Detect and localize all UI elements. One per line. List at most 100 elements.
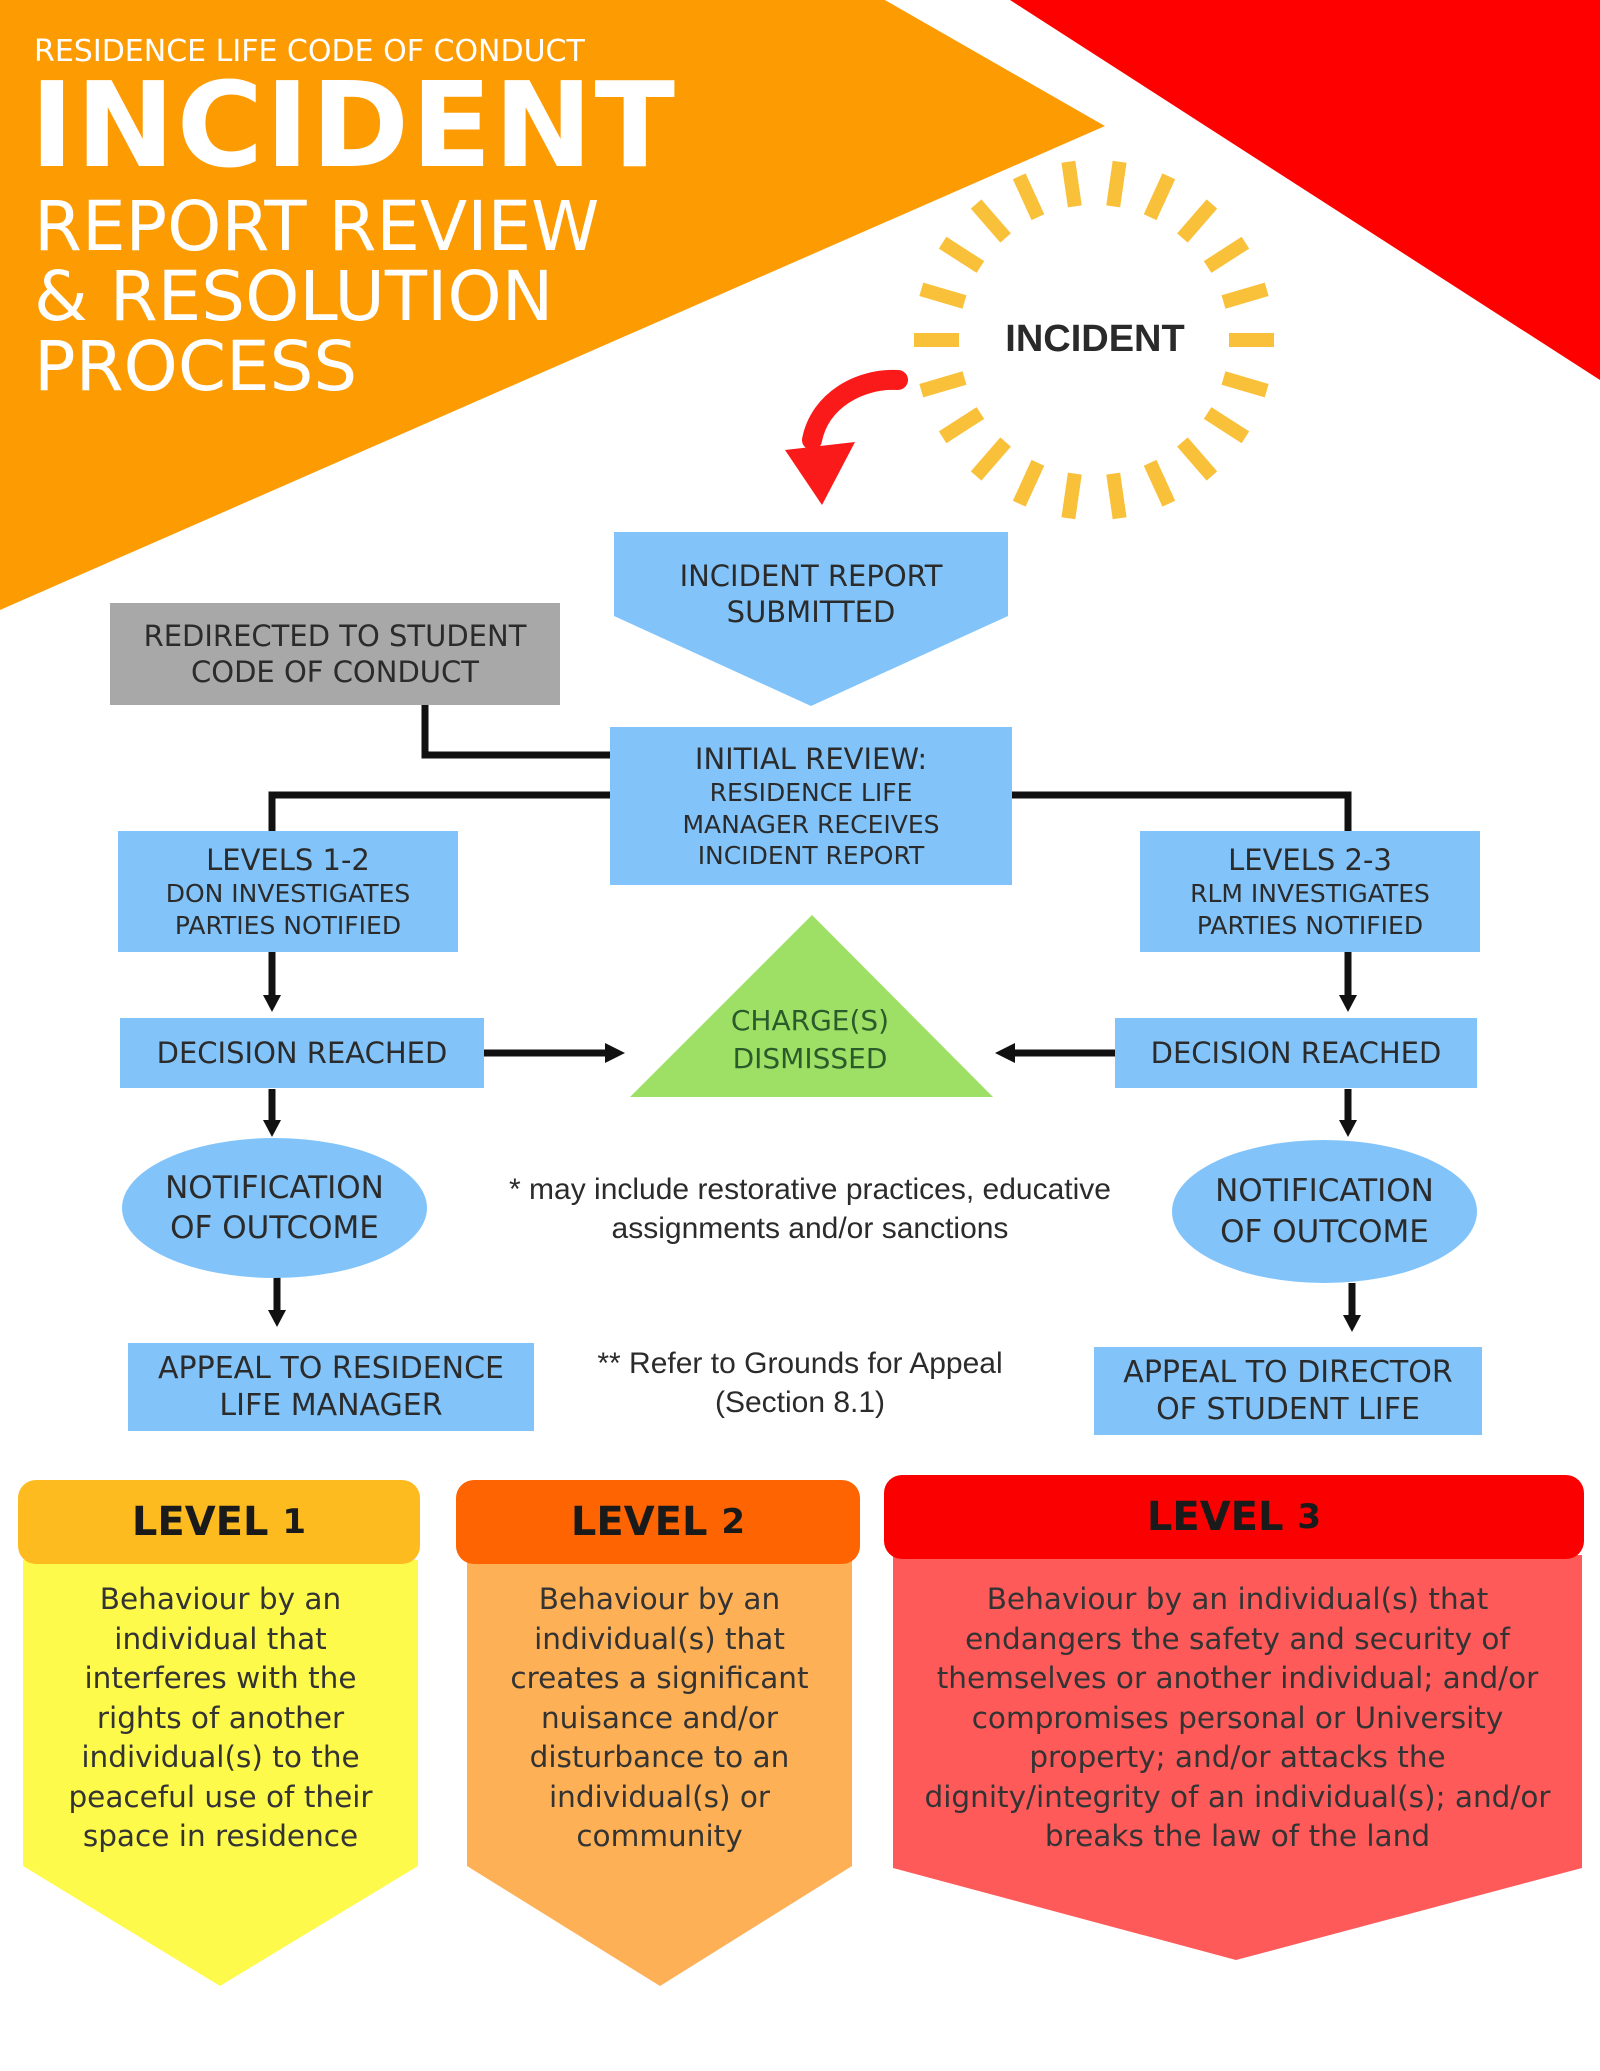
- red-corner-triangle: [1010, 0, 1600, 380]
- levels-line: RLM INVESTIGATES: [1190, 879, 1430, 909]
- report-line: SUBMITTED: [726, 595, 896, 629]
- burst-ray: [1061, 160, 1082, 208]
- notification-line: OF OUTCOME: [1220, 1213, 1429, 1250]
- decision-label: DECISION REACHED: [1150, 1035, 1442, 1070]
- level-desc-line: Behaviour by an: [99, 1582, 342, 1616]
- level-desc-line: dignity/integrity of an individual(s); a…: [924, 1779, 1551, 1814]
- appeal-line: OF STUDENT LIFE: [1156, 1392, 1420, 1427]
- levels-2-3-box: LEVELS 2-3 RLM INVESTIGATES PARTIES NOTI…: [1140, 831, 1480, 952]
- level-number: 3: [1297, 1497, 1322, 1537]
- level-desc-line: property; and/or attacks the: [1029, 1740, 1446, 1774]
- burst-ray: [1106, 472, 1127, 520]
- burst-ray: [919, 371, 967, 398]
- level-label: LEVEL: [131, 1499, 269, 1545]
- initial-review-box: INITIAL REVIEW: RESIDENCE LIFE MANAGER R…: [610, 727, 1012, 885]
- incident-report-shape: [614, 532, 1008, 706]
- burst-ray: [1203, 407, 1250, 444]
- burst-ray: [970, 199, 1011, 243]
- level-3-body: [893, 1555, 1582, 1960]
- initial-review-line: INCIDENT REPORT: [697, 840, 925, 870]
- right-decision-box: DECISION REACHED: [1115, 1018, 1477, 1088]
- flow-arrowheads: [263, 995, 1361, 1332]
- level-desc-line: disturbance to an: [529, 1740, 790, 1774]
- left-notification-ellipse: NOTIFICATION OF OUTCOME: [122, 1138, 427, 1278]
- red-arrow-head: [785, 442, 855, 505]
- notification-line: NOTIFICATION: [1215, 1173, 1434, 1210]
- note-appeal: ** Refer to Grounds for Appeal (Section …: [560, 1344, 1040, 1422]
- burst-ray: [1221, 282, 1269, 309]
- redirected-box: REDIRECTED TO STUDENT CODE OF CONDUCT: [110, 603, 560, 705]
- report-line: INCIDENT REPORT: [679, 558, 943, 593]
- level-1-body: [23, 1560, 418, 1986]
- level-desc-line: individual(s) or: [548, 1779, 771, 1814]
- flow-connectors: [268, 705, 1356, 1315]
- burst-ray: [1143, 173, 1176, 221]
- level-desc-line: community: [576, 1819, 743, 1853]
- burst-ray: [1012, 173, 1045, 221]
- redirect-line: CODE OF CONDUCT: [191, 655, 479, 689]
- level-number: 1: [282, 1502, 307, 1542]
- appeal-line: APPEAL TO RESIDENCE: [158, 1350, 504, 1386]
- burst-ray: [1177, 437, 1218, 481]
- note-line: * may include restorative practices, edu…: [509, 1173, 1111, 1206]
- decision-label: DECISION REACHED: [156, 1035, 448, 1070]
- burst-ray: [970, 437, 1011, 481]
- redirect-line: REDIRECTED TO STUDENT: [143, 618, 527, 653]
- header-kicker: RESIDENCE LIFE CODE OF CONDUCT: [34, 34, 585, 69]
- left-decision-box: DECISION REACHED: [120, 1018, 484, 1088]
- level-number: 2: [721, 1502, 746, 1542]
- levels-line: DON INVESTIGATES: [165, 879, 411, 909]
- incident-burst: [914, 160, 1274, 520]
- burst-ray: [1177, 199, 1218, 243]
- level-desc-line: Behaviour by an individual(s) that: [986, 1582, 1489, 1616]
- level-desc-line: space in residence: [82, 1819, 359, 1853]
- notification-line: OF OUTCOME: [170, 1210, 379, 1246]
- burst-ray: [1061, 472, 1082, 520]
- levels-1-2-box: LEVELS 1-2 DON INVESTIGATES PARTIES NOTI…: [118, 831, 458, 952]
- levels-line: PARTIES NOTIFIED: [1196, 910, 1424, 940]
- note-line: (Section 8.1): [714, 1386, 886, 1419]
- level-1-description: Behaviour by an individual that interfer…: [23, 1580, 418, 1857]
- level-desc-line: compromises personal or University: [971, 1700, 1504, 1735]
- levels-title: LEVELS 1-2: [206, 843, 370, 878]
- burst-ray: [1106, 160, 1127, 208]
- sub-title: REPORT REVIEW & RESOLUTION PROCESS: [34, 192, 599, 402]
- level-label: LEVEL: [570, 1499, 708, 1545]
- initial-review-line: MANAGER RECEIVES: [682, 809, 940, 839]
- appeal-line: LIFE MANAGER: [219, 1388, 443, 1423]
- level-desc-line: peaceful use of their: [68, 1779, 373, 1814]
- level-2-header: LEVEL 2: [456, 1480, 860, 1564]
- burst-ray: [1012, 459, 1045, 507]
- dismissed-label: CHARGE(S) DISMISSED: [690, 1002, 930, 1078]
- red-curved-arrow: [802, 369, 908, 450]
- level-3-description: Behaviour by an individual(s) that endan…: [893, 1580, 1582, 1857]
- level-desc-line: creates a significant: [510, 1661, 809, 1695]
- orange-header-shape: [0, 0, 1105, 610]
- level-desc-line: rights of another: [96, 1700, 345, 1735]
- level-desc-line: individual that: [114, 1621, 327, 1656]
- level-desc-line: individual(s) that: [534, 1621, 785, 1656]
- level-1-header: LEVEL 1: [18, 1480, 420, 1564]
- burst-ray: [1221, 371, 1269, 398]
- right-notification-ellipse: NOTIFICATION OF OUTCOME: [1172, 1140, 1477, 1283]
- level-desc-line: themselves or another individual; and/or: [936, 1661, 1539, 1695]
- burst-ray: [1143, 459, 1176, 507]
- note-line: ** Refer to Grounds for Appeal: [597, 1347, 1003, 1380]
- initial-review-line: RESIDENCE LIFE: [709, 778, 913, 808]
- level-desc-line: interferes with the: [84, 1661, 357, 1695]
- level-desc-line: individual(s) to the: [81, 1740, 360, 1774]
- level-2-description: Behaviour by an individual(s) that creat…: [467, 1580, 852, 1857]
- burst-label: INCIDENT: [1005, 318, 1185, 360]
- level-desc-line: Behaviour by an: [538, 1582, 781, 1616]
- dismissed-line: DISMISSED: [732, 1041, 888, 1075]
- level-2-body: [467, 1560, 852, 1986]
- note-restorative: * may include restorative practices, edu…: [470, 1170, 1150, 1248]
- levels-title: LEVELS 2-3: [1228, 843, 1392, 878]
- main-title: INCIDENT: [30, 56, 677, 194]
- burst-ray: [938, 236, 985, 273]
- incident-report-submitted: INCIDENT REPORT SUBMITTED: [614, 556, 1008, 632]
- sub-title-line: REPORT REVIEW: [34, 187, 600, 267]
- initial-review-title: INITIAL REVIEW:: [694, 742, 928, 776]
- right-appeal-box: APPEAL TO DIRECTOR OF STUDENT LIFE: [1094, 1347, 1482, 1435]
